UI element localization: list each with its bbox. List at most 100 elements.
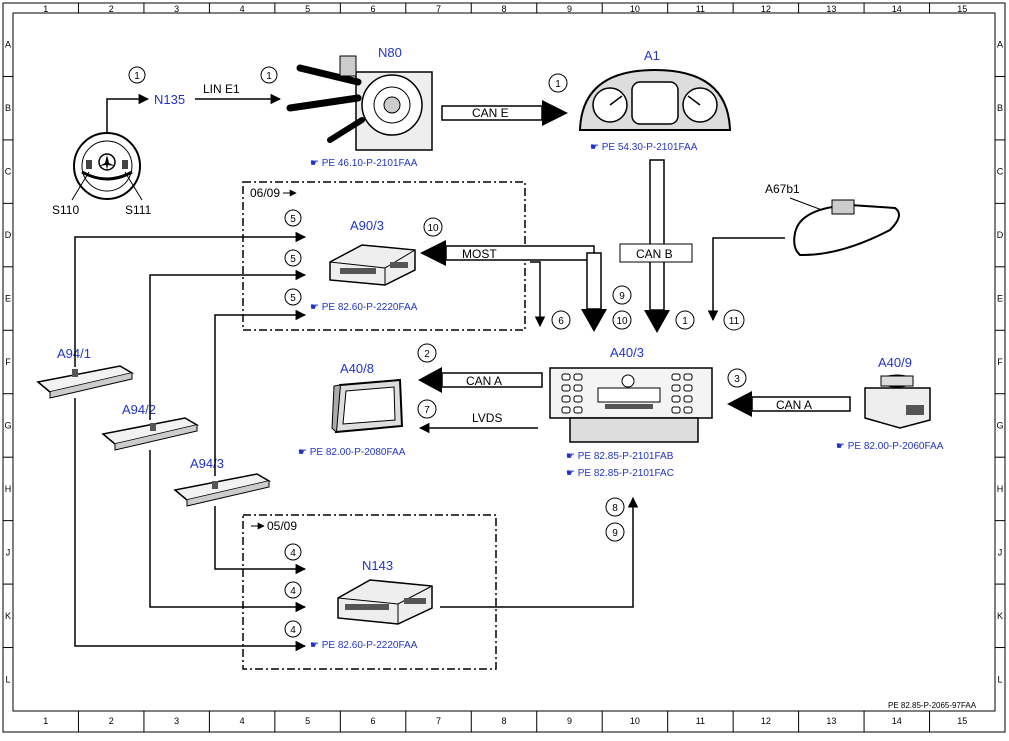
grid-row-L-left: L: [5, 674, 10, 684]
bus-lin-e1: LIN E1: [203, 82, 240, 96]
circle-c5b: 5: [290, 254, 296, 265]
label-a40-8: A40/8: [340, 361, 374, 376]
grid-col-3-bottom: 3: [174, 716, 179, 726]
n143-module-icon: [337, 579, 433, 625]
label-a94-2: A94/2: [122, 402, 156, 417]
grid-row-L-right: L: [997, 674, 1002, 684]
inner-frame: [12, 12, 996, 712]
label-a94-1: A94/1: [57, 346, 91, 361]
ref-a1: ☛ PE 54.30-P-2101FAA: [590, 142, 698, 153]
bus-can-a-left: CAN A: [466, 374, 502, 388]
grid-col-12-bottom: 12: [761, 716, 771, 726]
circle-c10-low: 10: [616, 316, 628, 327]
ref-a90-3: ☛ PE 82.60-P-2220FAA: [310, 302, 418, 313]
ref-a40-3-b: ☛ PE 82.85-P-2101FAC: [566, 468, 674, 479]
bus-can-a-right: CAN A: [776, 398, 812, 412]
label-s110: S110: [52, 203, 79, 217]
grid-row-H-right: H: [997, 484, 1004, 494]
label-a40-3: A40/3: [610, 345, 644, 360]
grid-row-H-left: H: [5, 484, 12, 494]
grid-col-9-top: 9: [567, 4, 572, 14]
grid-col-10-bottom: 10: [630, 716, 640, 726]
frame-label-05-09: 05/09: [267, 519, 297, 533]
circle-c-lin: 1: [266, 71, 272, 82]
grid-col-9-bottom: 9: [567, 716, 572, 726]
antenna-a94-1-icon: [36, 365, 135, 399]
circle-c6: 6: [558, 316, 564, 327]
grid-col-15-bottom: 15: [957, 716, 967, 726]
grid-col-13-bottom: 13: [826, 716, 836, 726]
grid-row-D-right: D: [997, 230, 1004, 240]
antenna-a94-2-icon: [101, 417, 200, 451]
label-a94-3: A94/3: [190, 456, 224, 471]
bus-most: MOST: [462, 247, 497, 261]
grid-col-10-top: 10: [630, 4, 640, 14]
grid-col-14-bottom: 14: [892, 716, 902, 726]
grid-col-8-bottom: 8: [501, 716, 506, 726]
circle-c1-canb: 1: [682, 316, 688, 327]
grid-col-14-top: 14: [892, 4, 902, 14]
grid-row-A-right: A: [997, 40, 1003, 50]
bus-arrow-can-e: [441, 100, 568, 126]
grid-col-7-top: 7: [436, 4, 441, 14]
grid-row-E-left: E: [5, 294, 11, 304]
circle-c4b: 4: [290, 586, 296, 597]
grid-col-1-bottom: 1: [43, 716, 48, 726]
grid-col-2-top: 2: [109, 4, 114, 14]
circle-c9-low: 9: [612, 528, 618, 539]
label-a1: A1: [644, 48, 660, 63]
controller-knob-icon: [864, 374, 931, 429]
label-a90-3: A90/3: [350, 218, 384, 233]
grid-col-13-top: 13: [826, 4, 836, 14]
head-unit-icon: [549, 367, 713, 443]
circle-c8: 8: [612, 503, 618, 514]
grid-col-3-top: 3: [174, 4, 179, 14]
ref-a40-8: ☛ PE 82.00-P-2080FAA: [298, 447, 406, 458]
circle-c-cane: 1: [555, 79, 561, 90]
circle-c4a: 4: [290, 548, 296, 559]
bus-can-e: CAN E: [472, 106, 509, 120]
circle-c5c: 5: [290, 293, 296, 304]
grid-col-7-bottom: 7: [436, 716, 441, 726]
bus-arrow-can-a-right: [727, 391, 851, 417]
frame-label-06-09: 06/09: [250, 186, 280, 200]
grid-row-B-right: B: [997, 103, 1003, 113]
grid-col-2-bottom: 2: [109, 716, 114, 726]
circle-c2: 2: [424, 349, 430, 360]
ref-a40-9: ☛ PE 82.00-P-2060FAA: [836, 441, 944, 452]
grid-row-K-left: K: [5, 611, 11, 621]
grid-col-6-bottom: 6: [371, 716, 376, 726]
grid-column-labels: 1122334455667788991010111112121313141415…: [43, 3, 967, 732]
circle-c3: 3: [734, 374, 740, 385]
grid-row-C-right: C: [997, 167, 1004, 177]
antenna-a94-3-icon: [173, 473, 272, 507]
grid-col-8-top: 8: [501, 4, 506, 14]
grid-row-B-left: B: [5, 103, 11, 113]
circle-c10-most: 10: [427, 223, 439, 234]
ref-a40-3-a: ☛ PE 82.85-P-2101FAB: [566, 451, 674, 462]
grid-row-F-right: F: [997, 357, 1003, 367]
frame-05-09: [242, 514, 497, 670]
grid-col-6-top: 6: [371, 4, 376, 14]
label-a67b1: A67b1: [765, 182, 800, 196]
rearview-mirror-icon: [793, 199, 900, 257]
bus-can-b: CAN B: [636, 247, 673, 261]
grid-col-11-top: 11: [696, 4, 705, 14]
grid-col-5-bottom: 5: [305, 716, 310, 726]
instrument-cluster-icon: [578, 68, 732, 131]
grid-col-11-bottom: 11: [696, 716, 705, 726]
circle-c-n135: 1: [134, 71, 140, 82]
label-n80: N80: [378, 45, 402, 60]
grid-row-A-left: A: [5, 40, 11, 50]
bus-arrow-most: [420, 240, 607, 332]
grid-row-F-left: F: [5, 357, 11, 367]
circle-c7: 7: [424, 405, 430, 416]
grid-row-G-left: G: [4, 420, 11, 430]
steering-wheel-icon: [73, 132, 141, 200]
a90-3-module-icon: [329, 244, 416, 286]
bus-arrow-can-a-left: [418, 367, 543, 393]
grid-row-J-left: J: [6, 547, 11, 557]
